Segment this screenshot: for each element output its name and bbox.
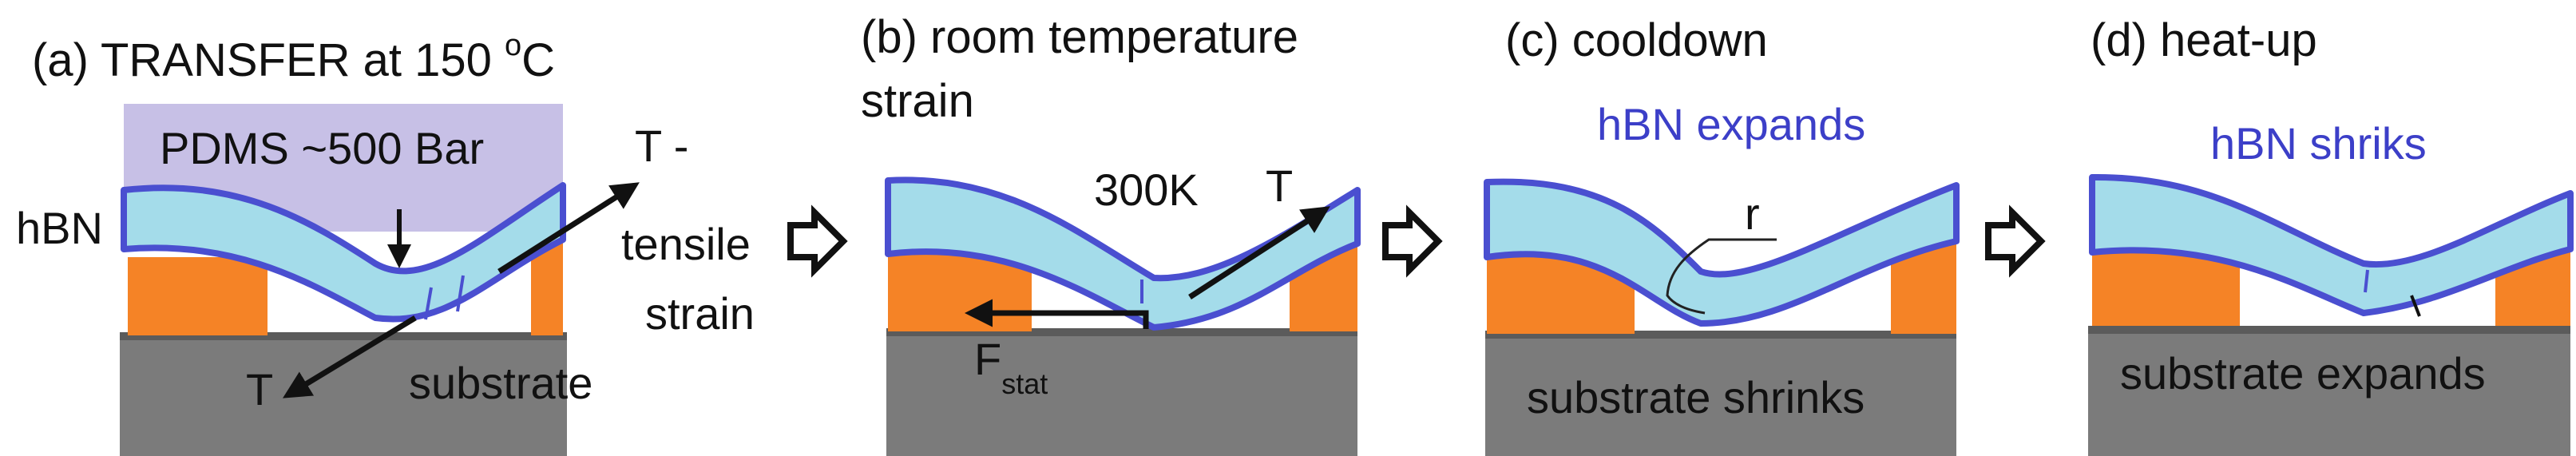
panel-c (1484, 178, 1960, 456)
panel-b-force-sub: stat (1001, 367, 1048, 400)
panel-c-title: (c) cooldown (1505, 14, 1768, 66)
panel-a-title-degree: o (505, 29, 522, 62)
panel-b-tension-arrow (1188, 206, 1330, 299)
panel-b (885, 176, 1361, 456)
panel-a-pillar-left (128, 257, 268, 335)
panel-d-pillar-left (2092, 252, 2240, 326)
panel-c-substrate-state: substrate shrinks (1527, 372, 1865, 422)
panel-b-force-main: F (974, 334, 1002, 384)
panel-b-pillar-left (888, 254, 1032, 331)
panel-a-title-main: (a) TRANSFER at 150 (32, 34, 505, 86)
panel-a-title: (a) TRANSFER at 150 oC (32, 30, 555, 84)
panel-d-hbn-state: hBN shriks (2210, 118, 2427, 169)
panel-d-hbn (2089, 173, 2574, 316)
panel-b-t-label: T (1266, 161, 1294, 211)
panel-d-dash-1 (2364, 269, 2369, 293)
panel-a-dash-1 (424, 287, 433, 320)
panel-b-title-line1: (b) room temperature (861, 11, 1298, 63)
panel-a-substrate (120, 335, 567, 456)
panel-a-tension-arrow-left (283, 315, 417, 399)
panel-d-dash-2 (2410, 295, 2421, 317)
panel-c-substrate-top (1485, 331, 1956, 339)
panel-a-hbn-label: hBN (16, 203, 103, 253)
panel-a-t-left-label: T (246, 364, 274, 414)
panel-a (120, 104, 640, 456)
panel-a-hbn (121, 182, 566, 323)
panel-c-radius-label: r (1745, 188, 1760, 239)
panel-c-hbn (1484, 178, 1960, 327)
panel-b-force-label: Fstat (974, 334, 1048, 399)
step-arrow-bc (1382, 204, 1443, 278)
panel-d (2088, 173, 2574, 456)
panel-d-substrate-top (2088, 326, 2570, 334)
panel-d-substrate (2088, 329, 2570, 456)
panel-c-substrate (1485, 334, 1956, 456)
panel-c-hbn-state: hBN expands (1597, 99, 1866, 149)
step-arrow-ab (787, 204, 848, 278)
panel-a-t-right-label: T - (635, 121, 689, 171)
panel-a-title-unit: C (521, 34, 556, 86)
panel-c-radius-line (1666, 238, 1777, 315)
panel-a-pdms-label: PDMS ~500 Bar (160, 123, 485, 173)
panel-b-force-arrow (965, 299, 1149, 329)
panel-d-substrate-state: substrate expands (2120, 348, 2486, 399)
panel-b-substrate-top (886, 328, 1357, 336)
step-arrow-cd (1985, 204, 2046, 278)
panel-b-temp-label: 300K (1094, 165, 1199, 215)
panel-a-substrate-top (120, 332, 567, 340)
panel-a-tension-arrow-right (497, 182, 640, 274)
panel-a-tensile-label: tensile (621, 219, 751, 269)
panel-a-dash-2 (456, 275, 465, 312)
panel-b-substrate (886, 331, 1357, 456)
panel-b-hbn (885, 176, 1361, 331)
panel-a-strain-label: strain (645, 288, 755, 339)
panel-a-substrate-label: substrate (409, 358, 593, 408)
panel-b-title-line2: strain (861, 75, 974, 127)
panel-d-title: (d) heat-up (2091, 14, 2317, 66)
